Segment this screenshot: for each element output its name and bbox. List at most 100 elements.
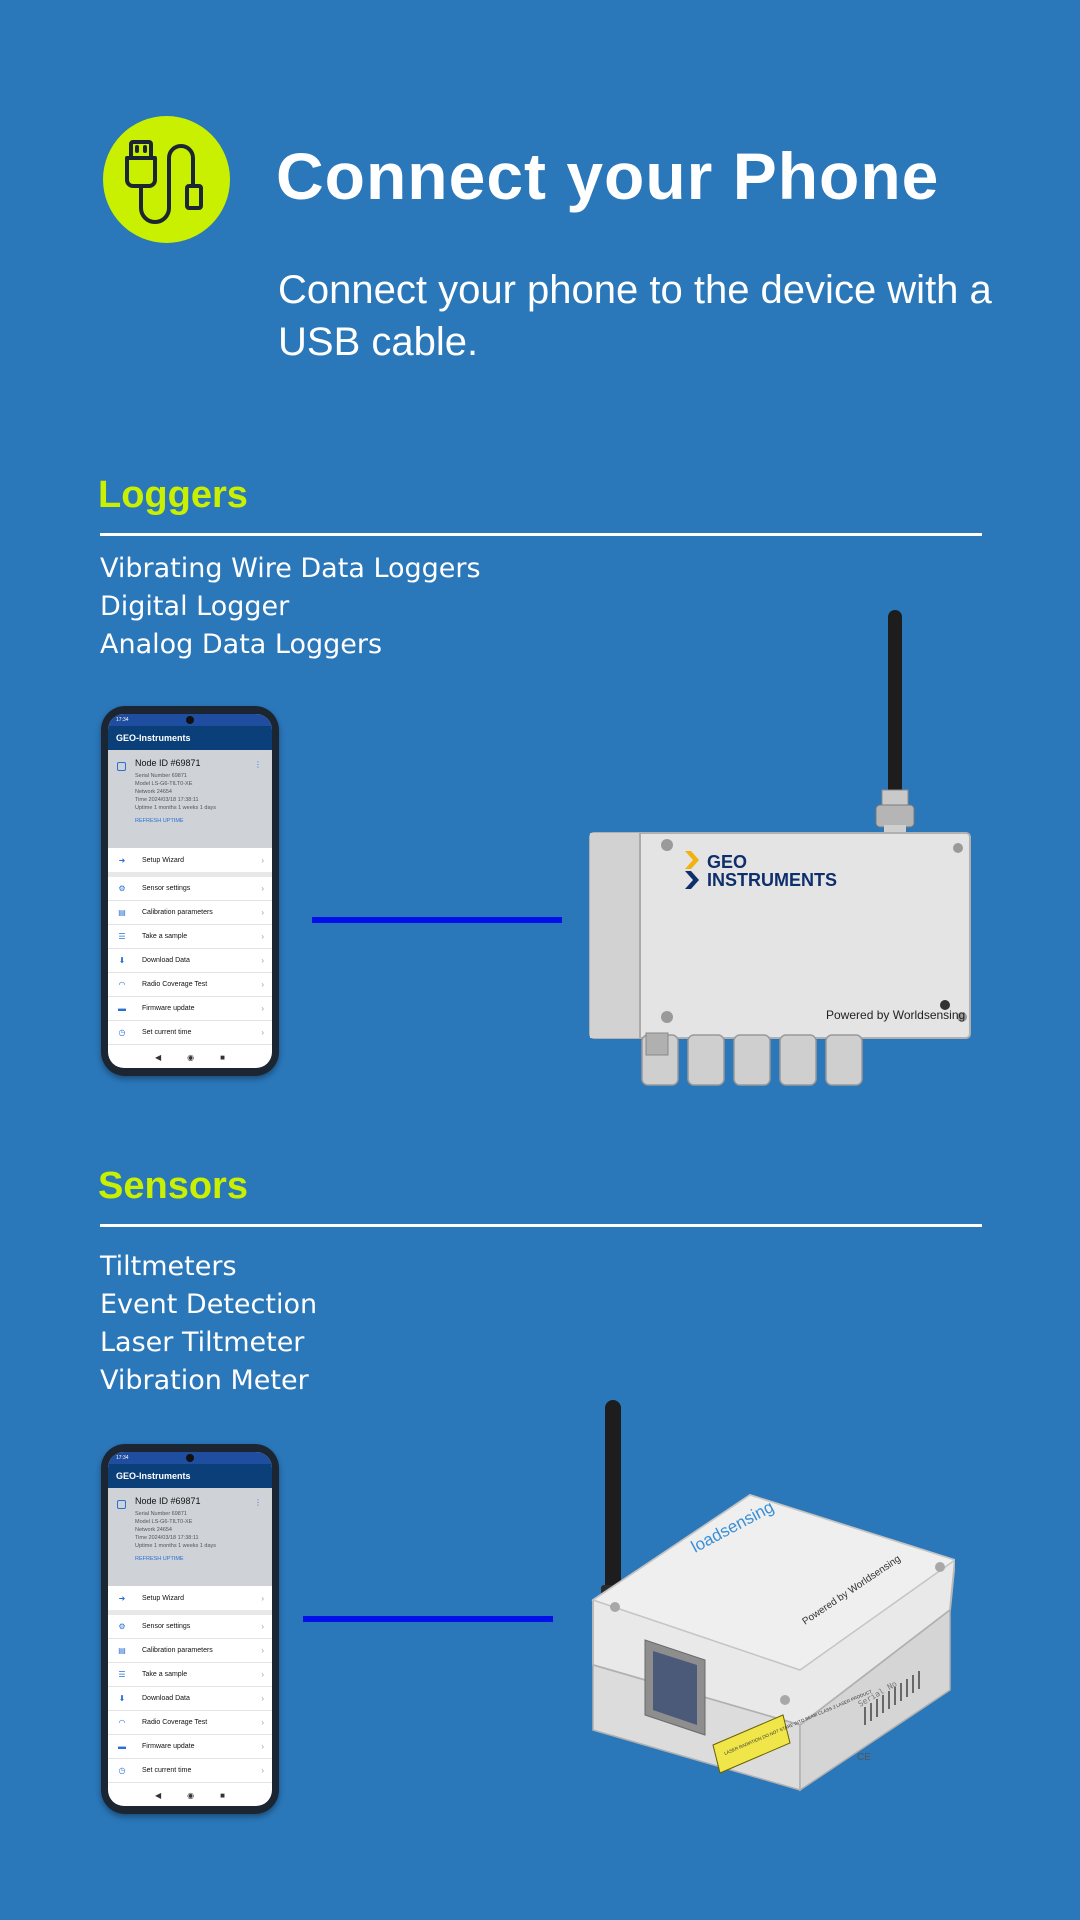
ce-mark: CE bbox=[857, 1752, 871, 1763]
menu-item-sensor-settings: ⚙Sensor settings› bbox=[108, 877, 272, 901]
time: Time 2024/03/18 17:38:11 bbox=[135, 1535, 199, 1541]
node-info-card: ⋮ Node ID #69871 Serial Number 69871 Mod… bbox=[108, 750, 272, 848]
serial-number: Serial Number 69871 bbox=[135, 773, 187, 779]
app-bar-title: GEO-Instruments bbox=[108, 1464, 272, 1488]
chevron-right-icon: › bbox=[261, 1766, 264, 1775]
menu-item-calibration: ▤Calibration parameters› bbox=[108, 901, 272, 925]
chevron-right-icon: › bbox=[261, 908, 264, 917]
model: Model LS-G6-TILT0-XE bbox=[135, 1519, 193, 1525]
logger-brand-line1: GEO bbox=[707, 852, 747, 872]
loggers-list: Vibrating Wire Data Loggers Digital Logg… bbox=[100, 550, 481, 664]
node-id: Node ID #69871 bbox=[135, 1496, 201, 1506]
connection-line bbox=[312, 917, 562, 923]
list-item: Event Detection bbox=[100, 1289, 318, 1320]
chevron-right-icon: › bbox=[261, 1742, 264, 1751]
sensor-device-image: loadsensing Powered by Worldsensing Seri… bbox=[585, 1395, 957, 1795]
menu-item-download-data: ⬇Download Data› bbox=[108, 1687, 272, 1711]
list-item: Digital Logger bbox=[100, 591, 290, 622]
wifi-icon: ◠ bbox=[118, 980, 126, 989]
clock-icon: ◷ bbox=[118, 1028, 126, 1037]
menu-item-radio-coverage: ◠Radio Coverage Test› bbox=[108, 973, 272, 997]
chevron-right-icon: › bbox=[261, 855, 264, 865]
chevron-right-icon: › bbox=[261, 1718, 264, 1727]
phone-status-bar: 17:34 bbox=[108, 714, 272, 726]
menu-item-set-time: ◷Set current time› bbox=[108, 1021, 272, 1045]
chevron-right-icon: › bbox=[261, 884, 264, 893]
refresh-uptime-link: REFRESH UPTIME bbox=[135, 1556, 184, 1562]
barcode bbox=[864, 1671, 920, 1725]
usb-cable-icon bbox=[103, 116, 230, 243]
logger-powered-by: Powered by Worldsensing bbox=[826, 1008, 965, 1022]
chevron-right-icon: › bbox=[261, 1622, 264, 1631]
phone-screen: 17:34 GEO-Instruments ⋮ Node ID #69871 S… bbox=[108, 1452, 272, 1806]
camera-icon bbox=[186, 1454, 194, 1462]
menu-item-sensor-settings: ⚙Sensor settings› bbox=[108, 1615, 272, 1639]
calibration-icon: ▤ bbox=[118, 908, 126, 917]
uptime: Uptime 1 months 1 weeks 1 days bbox=[135, 805, 217, 811]
chevron-right-icon: › bbox=[261, 1646, 264, 1655]
download-icon: ⬇ bbox=[118, 956, 126, 965]
node-icon bbox=[117, 762, 126, 771]
more-options-icon: ⋮ bbox=[254, 760, 262, 769]
menu-item-calibration: ▤Calibration parameters› bbox=[108, 1639, 272, 1663]
back-icon: ◀ bbox=[155, 1052, 162, 1062]
menu-item-take-sample: ☰Take a sample› bbox=[108, 1663, 272, 1687]
chevron-right-icon: › bbox=[261, 980, 264, 989]
camera-icon bbox=[186, 716, 194, 724]
uptime: Uptime 1 months 1 weeks 1 days bbox=[135, 1543, 217, 1549]
connection-line bbox=[303, 1616, 553, 1622]
phone-screen: 17:34 GEO-Instruments ⋮ Node ID #69871 S… bbox=[108, 714, 272, 1068]
model: Model LS-G6-TILT0-XE bbox=[135, 781, 193, 787]
list-item: Tiltmeters bbox=[100, 1251, 237, 1282]
refresh-uptime-link: REFRESH UPTIME bbox=[135, 818, 184, 824]
logger-device-image: GEO INSTRUMENTS Powered by Worldsensing bbox=[580, 605, 980, 1095]
wifi-icon: ◠ bbox=[118, 1718, 126, 1727]
menu-item-firmware-update: ▬Firmware update› bbox=[108, 1735, 272, 1759]
time: Time 2024/03/18 17:38:11 bbox=[135, 797, 199, 803]
chevron-right-icon: › bbox=[261, 1694, 264, 1703]
app-bar-title: GEO-Instruments bbox=[108, 726, 272, 750]
phone-status-bar: 17:34 bbox=[108, 1452, 272, 1464]
more-options-icon: ⋮ bbox=[254, 1498, 262, 1507]
list-item: Vibration Meter bbox=[100, 1365, 309, 1396]
clock-icon: ◷ bbox=[118, 1766, 126, 1775]
list-item: Vibrating Wire Data Loggers bbox=[100, 553, 481, 584]
serial-number: Serial Number 69871 bbox=[135, 1511, 187, 1517]
chevron-right-icon: › bbox=[261, 1670, 264, 1679]
gear-icon: ⚙ bbox=[118, 884, 126, 893]
page-subtitle: Connect your phone to the device with a … bbox=[278, 268, 992, 364]
loggers-section-title: Loggers bbox=[98, 474, 248, 516]
firmware-icon: ▬ bbox=[118, 1742, 126, 1751]
gear-icon: ⚙ bbox=[118, 1622, 126, 1631]
list-icon: ☰ bbox=[118, 932, 126, 941]
arrow-icon: ➜ bbox=[118, 855, 126, 865]
list-icon: ☰ bbox=[118, 1670, 126, 1679]
menu-item-firmware-update: ▬Firmware update› bbox=[108, 997, 272, 1021]
recents-icon: ■ bbox=[220, 1790, 225, 1800]
menu-item-radio-coverage: ◠Radio Coverage Test› bbox=[108, 1711, 272, 1735]
loggers-divider bbox=[100, 533, 982, 536]
phone-mockup: 17:34 GEO-Instruments ⋮ Node ID #69871 S… bbox=[101, 706, 279, 1076]
node-icon bbox=[117, 1500, 126, 1509]
android-nav-bar: ◀◉■ bbox=[108, 1046, 272, 1068]
home-icon: ◉ bbox=[187, 1790, 195, 1800]
chevron-right-icon: › bbox=[261, 1593, 264, 1603]
chevron-right-icon: › bbox=[261, 956, 264, 965]
list-item: Analog Data Loggers bbox=[100, 629, 383, 660]
firmware-icon: ▬ bbox=[118, 1004, 126, 1013]
chevron-right-icon: › bbox=[261, 1004, 264, 1013]
phone-mockup: 17:34 GEO-Instruments ⋮ Node ID #69871 S… bbox=[101, 1444, 279, 1814]
calibration-icon: ▤ bbox=[118, 1646, 126, 1655]
node-id: Node ID #69871 bbox=[135, 758, 201, 768]
menu-item-setup-wizard: ➜Setup Wizard› bbox=[108, 848, 272, 877]
logger-brand-line2: INSTRUMENTS bbox=[707, 870, 837, 890]
download-icon: ⬇ bbox=[118, 1694, 126, 1703]
network: Network 24654 bbox=[135, 789, 172, 795]
home-icon: ◉ bbox=[187, 1052, 195, 1062]
node-info-card: ⋮ Node ID #69871 Serial Number 69871 Mod… bbox=[108, 1488, 272, 1586]
sensors-section-title: Sensors bbox=[98, 1165, 248, 1207]
network: Network 24654 bbox=[135, 1527, 172, 1533]
menu-item-setup-wizard: ➜Setup Wizard› bbox=[108, 1586, 272, 1615]
menu-item-set-time: ◷Set current time› bbox=[108, 1759, 272, 1783]
chevron-right-icon: › bbox=[261, 932, 264, 941]
